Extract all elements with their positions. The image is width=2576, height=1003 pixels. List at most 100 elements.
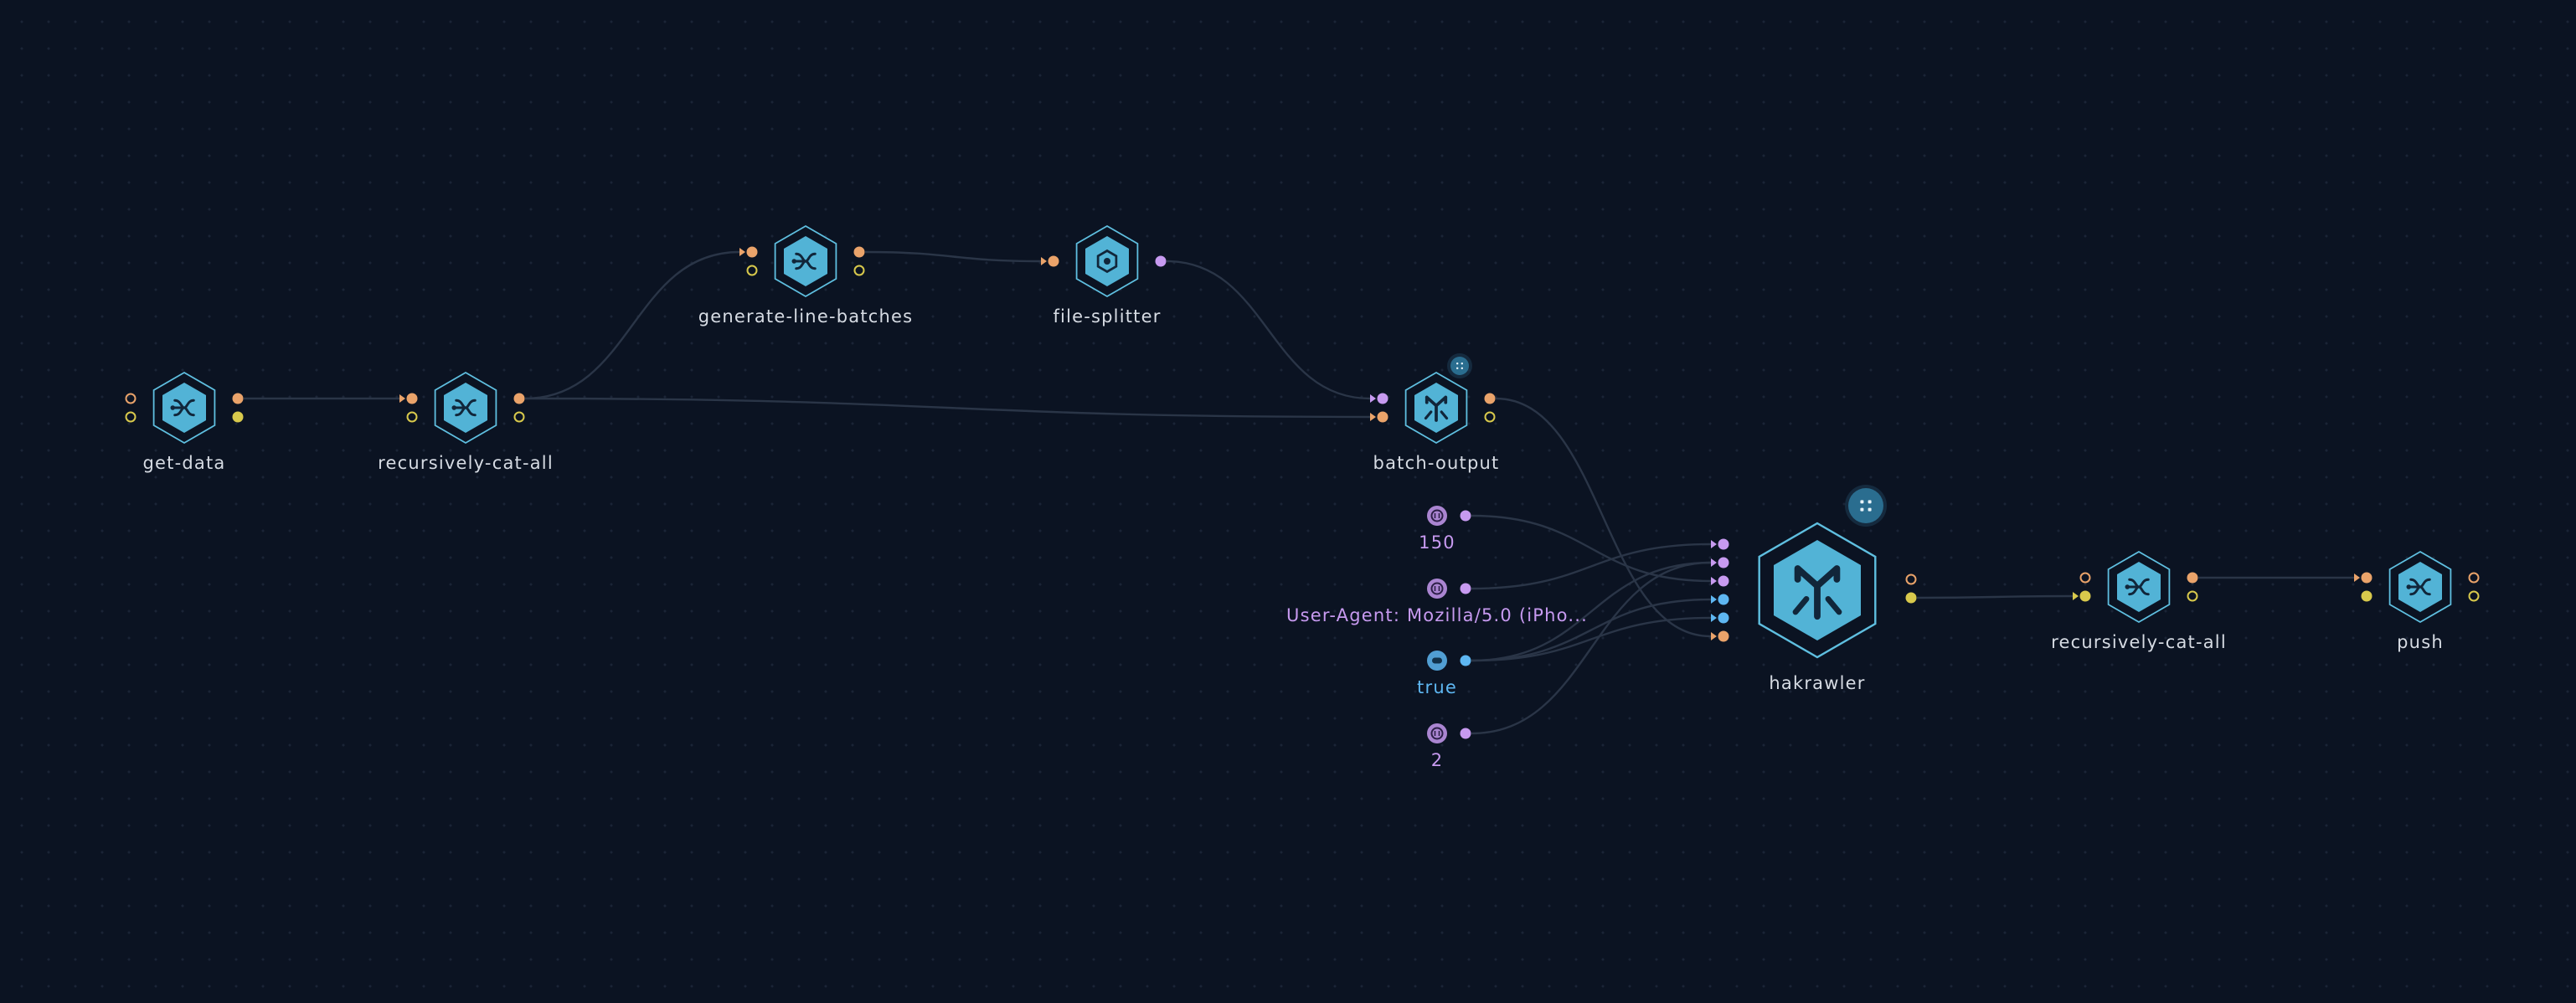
arrow-icon: [739, 248, 745, 256]
hakrawler-output-port-0[interactable]: [1905, 574, 1917, 585]
edge-in-true-to-hakrawler[interactable]: [1471, 616, 1712, 662]
recursively-cat-all-2-output-port-1[interactable]: [2187, 590, 2198, 602]
hakrawler-input-port-2[interactable]: [1711, 575, 1729, 587]
batch-output-output-port-1[interactable]: [1484, 411, 1496, 423]
edge-recursively-cat-all-1-to-generate-line-batches[interactable]: [524, 250, 740, 400]
gear-icon: [1096, 249, 1118, 274]
input-in-150[interactable]: [1427, 506, 1471, 526]
in-true-output-port[interactable]: [1460, 655, 1471, 666]
grid-icon[interactable]: [1447, 353, 1472, 378]
recursively-cat-all-2-input-port-0[interactable]: [2079, 572, 2091, 584]
number-icon: [1430, 509, 1444, 522]
recursively-cat-all-1-input-port-0[interactable]: [399, 393, 418, 404]
grid-icon[interactable]: [1845, 485, 1887, 527]
push-output-port-0[interactable]: [2468, 572, 2480, 584]
get-data-input-port-0[interactable]: [125, 393, 137, 404]
node-label: generate-line-batches: [698, 306, 914, 327]
in-2-output-port[interactable]: [1460, 728, 1471, 739]
nodes-layer: [125, 224, 2480, 743]
arrow-icon: [1711, 577, 1717, 585]
file-splitter-output-port-0[interactable]: [1155, 255, 1167, 267]
push-output-port-1[interactable]: [2468, 590, 2480, 602]
get-data-output-port-0[interactable]: [232, 393, 244, 404]
in-150-output-port[interactable]: [1460, 510, 1471, 522]
arrow-icon: [1711, 614, 1717, 622]
generate-line-batches-input-port-1[interactable]: [746, 265, 758, 276]
arrow-icon: [1711, 540, 1717, 548]
generate-line-batches-output-port-0[interactable]: [853, 246, 865, 258]
merge-icon: [2406, 578, 2431, 596]
node-label: recursively-cat-all: [378, 453, 554, 473]
arrow-icon: [1711, 595, 1717, 604]
hakrawler-input-port-5[interactable]: [1711, 630, 1729, 642]
node-recursively-cat-all-1[interactable]: [399, 371, 525, 445]
batch-output-output-port-0[interactable]: [1484, 393, 1496, 404]
input-value-label: true: [1417, 677, 1457, 697]
edges-layer: [243, 250, 2354, 735]
arrow-icon: [1711, 632, 1717, 640]
edge-in-ua-to-hakrawler[interactable]: [1471, 543, 1712, 590]
generate-line-batches-output-port-1[interactable]: [853, 265, 865, 276]
merge-icon: [170, 399, 195, 417]
fork-icon: [1792, 565, 1842, 620]
hakrawler-input-port-3[interactable]: [1711, 594, 1729, 605]
input-in-ua[interactable]: [1427, 579, 1471, 599]
node-recursively-cat-all-2[interactable]: [2073, 550, 2198, 624]
node-label: get-data: [142, 453, 226, 473]
input-in-true[interactable]: [1427, 651, 1471, 671]
number-icon: [1430, 727, 1444, 740]
hakrawler-input-port-1[interactable]: [1711, 557, 1729, 568]
node-generate-line-batches[interactable]: [739, 224, 865, 298]
generate-line-batches-input-port-0[interactable]: [739, 246, 758, 258]
get-data-output-port-1[interactable]: [232, 411, 244, 423]
node-hakrawler[interactable]: [1711, 485, 1917, 659]
batch-output-input-port-1[interactable]: [1370, 411, 1388, 423]
arrow-icon: [1370, 394, 1376, 403]
edge-generate-line-batches-to-file-splitter[interactable]: [864, 250, 1042, 263]
arrow-icon: [399, 394, 405, 403]
recursively-cat-all-2-input-port-1[interactable]: [2073, 590, 2091, 602]
get-data-input-port-1[interactable]: [125, 411, 137, 423]
text-icon: [1430, 582, 1444, 595]
edge-batch-output-to-hakrawler[interactable]: [1495, 397, 1712, 638]
node-label: hakrawler: [1769, 673, 1866, 693]
edge-in-true-to-hakrawler[interactable]: [1471, 561, 1712, 662]
recursively-cat-all-1-output-port-1[interactable]: [513, 411, 525, 423]
in-ua-output-port[interactable]: [1460, 583, 1471, 594]
hakrawler-input-port-4[interactable]: [1711, 612, 1729, 624]
merge-icon: [791, 252, 817, 270]
recursively-cat-all-2-output-port-0[interactable]: [2187, 572, 2198, 584]
boolean-icon: [1432, 657, 1442, 664]
edge-recursively-cat-all-1-to-batch-output[interactable]: [524, 397, 1371, 419]
merge-icon: [2125, 578, 2150, 596]
file-splitter-input-port-0[interactable]: [1041, 255, 1059, 267]
arrow-icon: [1041, 257, 1047, 265]
edge-in-150-to-hakrawler[interactable]: [1471, 514, 1712, 583]
hakrawler-input-port-0[interactable]: [1711, 538, 1729, 550]
node-file-splitter[interactable]: [1041, 224, 1167, 298]
arrow-icon: [2073, 592, 2079, 600]
recursively-cat-all-1-input-port-1[interactable]: [406, 411, 418, 423]
edge-in-2-to-hakrawler[interactable]: [1471, 561, 1712, 735]
push-input-port-1[interactable]: [2361, 590, 2372, 602]
node-push[interactable]: [2354, 550, 2480, 624]
recursively-cat-all-1-output-port-0[interactable]: [513, 393, 525, 404]
hakrawler-output-port-1[interactable]: [1905, 592, 1917, 604]
input-value-label: 150: [1419, 532, 1455, 553]
node-label: recursively-cat-all: [2051, 632, 2227, 652]
merge-icon: [451, 399, 477, 417]
edge-hakrawler-to-recursively-cat-all-2[interactable]: [1916, 594, 2074, 599]
input-value-label: 2: [1430, 750, 1444, 770]
node-label: push: [2397, 632, 2444, 652]
arrow-icon: [1370, 413, 1376, 421]
node-batch-output[interactable]: [1370, 353, 1496, 445]
input-in-2[interactable]: [1427, 723, 1471, 743]
edge-file-splitter-to-batch-output[interactable]: [1166, 260, 1371, 400]
node-label: file-splitter: [1053, 306, 1162, 327]
batch-output-input-port-0[interactable]: [1370, 393, 1388, 404]
input-value-label: User-Agent: Mozilla/5.0 (iPho...: [1286, 605, 1588, 625]
push-input-port-0[interactable]: [2354, 572, 2372, 584]
arrow-icon: [1711, 558, 1717, 567]
node-get-data[interactable]: [125, 371, 244, 445]
